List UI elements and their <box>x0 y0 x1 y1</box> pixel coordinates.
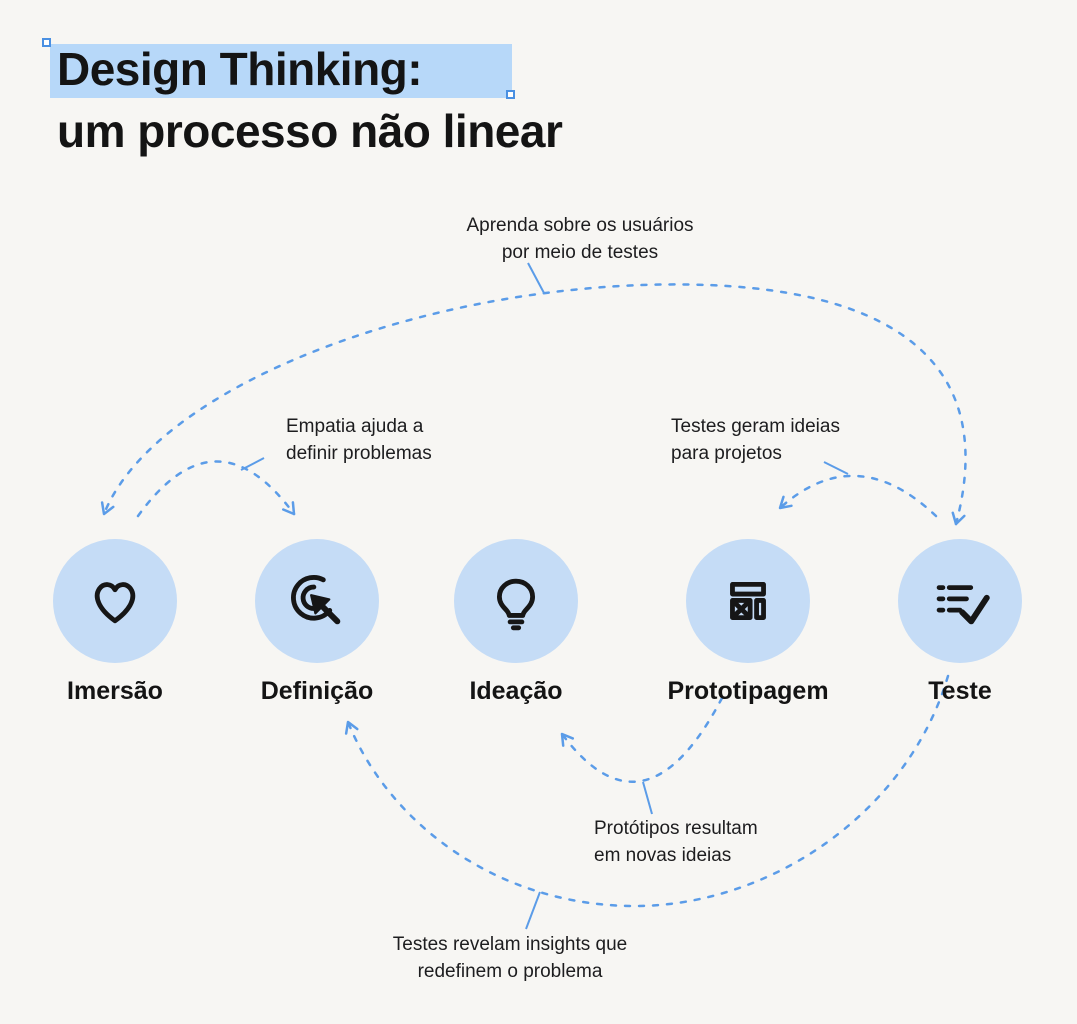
arrow-teste-to-prototipagem <box>778 474 938 518</box>
checklist-icon <box>936 585 990 625</box>
selection-handle-top-left[interactable] <box>42 38 51 47</box>
stage-circle <box>454 539 578 663</box>
lightbulb-icon <box>496 578 536 631</box>
annotation-tests-generate-ideas: Testes geram ideias para projetos <box>671 416 840 464</box>
arrow-teste-to-imersao <box>100 283 967 526</box>
click-target-icon <box>291 575 341 625</box>
stage-label-prototipagem: Prototipagem <box>667 677 829 705</box>
wireframe-icon <box>730 581 766 621</box>
stage-prototipagem: Prototipagem <box>638 539 858 706</box>
connector-tests-reveal-insights <box>525 891 541 930</box>
connector-empathy-defines <box>240 457 265 471</box>
arrow-prototipagem-to-ideacao <box>560 696 724 783</box>
connector-learn-from-tests <box>527 262 545 294</box>
connector-prototypes-new-ideas <box>642 781 653 815</box>
stage-label-teste: Teste <box>928 677 992 705</box>
annotation-prototypes-new-ideas: Protótipos resultam em novas ideias <box>594 818 758 866</box>
title-selection-highlight <box>50 44 512 98</box>
arrow-teste-to-definicao <box>344 674 950 908</box>
stage-circle <box>898 539 1022 663</box>
annotation-empathy-defines: Empatia ajuda a definir problemas <box>286 416 432 464</box>
annotation-tests-reveal-insights: Testes revelam insights que redefinem o … <box>392 934 628 982</box>
stage-label-definicao: Definição <box>260 677 374 705</box>
stage-label-imersao: Imersão <box>67 677 163 705</box>
stage-teste: Teste <box>850 539 1070 706</box>
stage-imersao: Imersão <box>5 539 225 706</box>
arrow-imersao-to-definicao <box>136 460 296 518</box>
stage-circle <box>53 539 177 663</box>
page-title: Design Thinking: um processo não linear <box>57 38 563 162</box>
stage-circle <box>255 539 379 663</box>
stage-circle <box>686 539 810 663</box>
title-line-1: Design Thinking: <box>57 43 423 95</box>
stage-definicao: Definição <box>207 539 427 706</box>
title-line-2: um processo não linear <box>57 105 563 157</box>
annotation-learn-from-tests: Aprenda sobre os usuários por meio de te… <box>466 215 694 263</box>
stage-ideacao: Ideação <box>406 539 626 706</box>
stage-label-ideacao: Ideação <box>469 677 563 705</box>
heart-icon <box>94 582 136 624</box>
selection-handle-bottom-right[interactable] <box>506 90 515 99</box>
